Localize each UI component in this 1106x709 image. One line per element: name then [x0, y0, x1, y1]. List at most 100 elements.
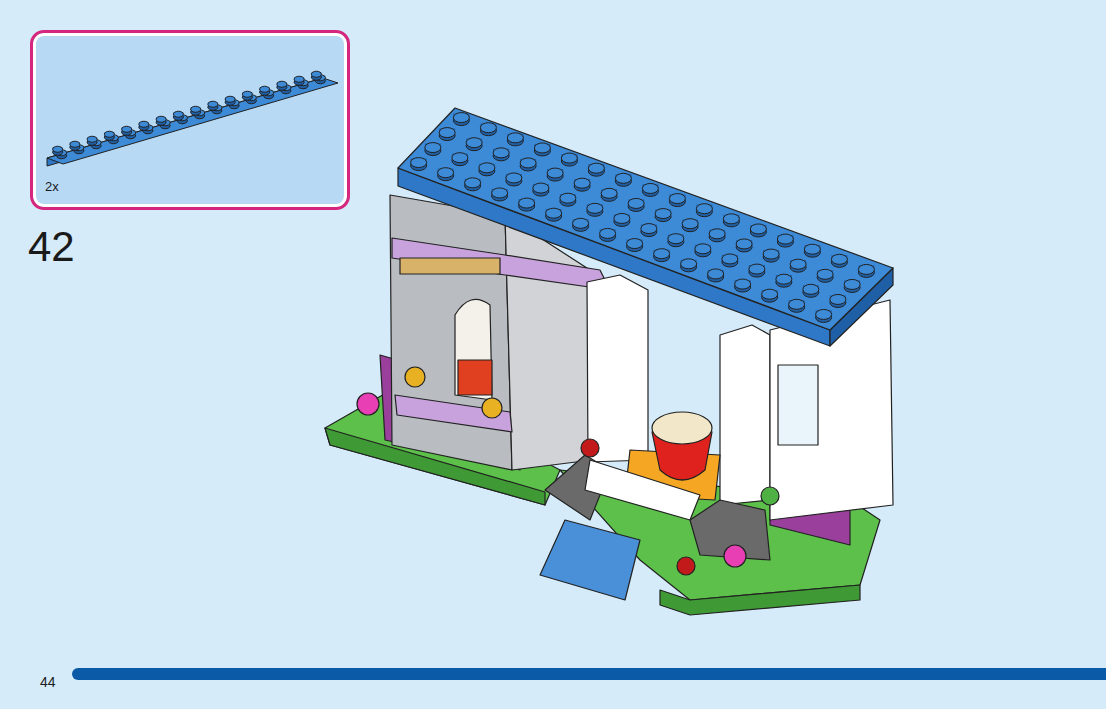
stud-top — [452, 153, 468, 163]
stud-top — [830, 294, 846, 304]
stud-top — [723, 214, 739, 224]
stud-top — [804, 244, 820, 254]
stud-top — [411, 158, 427, 168]
stud-top — [614, 213, 630, 223]
step-number: 42 — [28, 226, 75, 268]
stud-top — [722, 254, 738, 264]
stud-top — [654, 249, 670, 259]
stud-top — [560, 193, 576, 203]
stud-top — [70, 141, 80, 147]
stud-top — [817, 269, 833, 279]
stud-top — [87, 136, 97, 142]
stud-top — [790, 259, 806, 269]
stud-side — [277, 82, 287, 87]
page-bar — [72, 668, 1106, 680]
stud-top — [803, 284, 819, 294]
stud-top — [277, 81, 287, 87]
stud-side — [173, 112, 183, 117]
stud-top — [104, 131, 114, 137]
stud-side — [260, 87, 270, 92]
stud-top — [655, 209, 671, 219]
stud-top — [208, 101, 218, 107]
stud-top — [695, 244, 711, 254]
stud-top — [587, 203, 603, 213]
lego-model — [325, 108, 893, 615]
stud-top — [519, 198, 535, 208]
parts-callout: 2x — [30, 30, 350, 210]
stud-top — [507, 133, 523, 143]
stud-top — [627, 239, 643, 249]
stud-top — [831, 254, 847, 264]
stud-top — [776, 274, 792, 284]
stud-top — [749, 264, 765, 274]
page-number: 44 — [40, 675, 56, 689]
stud-top — [668, 234, 684, 244]
stud-top — [294, 76, 304, 82]
stud-side — [311, 72, 321, 77]
stud-side — [122, 127, 132, 132]
stud-top — [681, 259, 697, 269]
stud-top — [480, 123, 496, 133]
stud-side — [225, 97, 235, 102]
stud-top — [750, 224, 766, 234]
stud-top — [601, 188, 617, 198]
stud-top — [696, 204, 712, 214]
stud-top — [600, 228, 616, 238]
stud-top — [425, 143, 441, 153]
stud-top — [453, 113, 469, 123]
stud-top — [816, 309, 832, 319]
stud-top — [709, 229, 725, 239]
stud-top — [156, 116, 166, 122]
stud-top — [520, 158, 536, 168]
stud-top — [735, 279, 751, 289]
stud-top — [533, 183, 549, 193]
stud-top — [628, 198, 644, 208]
stud-side — [242, 92, 252, 97]
stud-top — [260, 86, 270, 92]
stud-top — [762, 289, 778, 299]
stud-side — [53, 147, 63, 152]
quantity-label: 2x — [45, 179, 59, 194]
stud-top — [479, 163, 495, 173]
stud-side — [294, 77, 304, 82]
stud-top — [588, 163, 604, 173]
stud-top — [777, 234, 793, 244]
stud-side — [70, 142, 80, 147]
stud-side — [208, 102, 218, 107]
stud-top — [53, 146, 63, 152]
stud-top — [547, 168, 563, 178]
stud-top — [311, 71, 321, 77]
stud-top — [669, 194, 685, 204]
stud-top — [191, 106, 201, 112]
stud-top — [561, 153, 577, 163]
stud-top — [466, 138, 482, 148]
stud-top — [789, 299, 805, 309]
plate-picture — [33, 33, 347, 207]
stud-top — [736, 239, 752, 249]
stud-top — [225, 96, 235, 102]
stud-top — [573, 218, 589, 228]
stud-top — [139, 121, 149, 127]
stud-top — [763, 249, 779, 259]
stud-top — [708, 269, 724, 279]
stud-top — [546, 208, 562, 218]
stud-side — [87, 137, 97, 142]
stud-top — [642, 183, 658, 193]
stud-top — [534, 143, 550, 153]
stud-top — [574, 178, 590, 188]
stud-side — [104, 132, 114, 137]
stud-top — [682, 219, 698, 229]
stud-top — [242, 91, 252, 97]
stud-side — [139, 122, 149, 127]
stud-top — [615, 173, 631, 183]
stud-top — [858, 264, 874, 274]
stud-top — [844, 279, 860, 289]
plate-top — [47, 78, 338, 164]
stud-top — [506, 173, 522, 183]
stud-top — [173, 111, 183, 117]
stud-top — [493, 148, 509, 158]
plate-2x16 — [47, 78, 338, 166]
stud-top — [641, 224, 657, 234]
stud-top — [439, 128, 455, 138]
stud-top — [122, 126, 132, 132]
